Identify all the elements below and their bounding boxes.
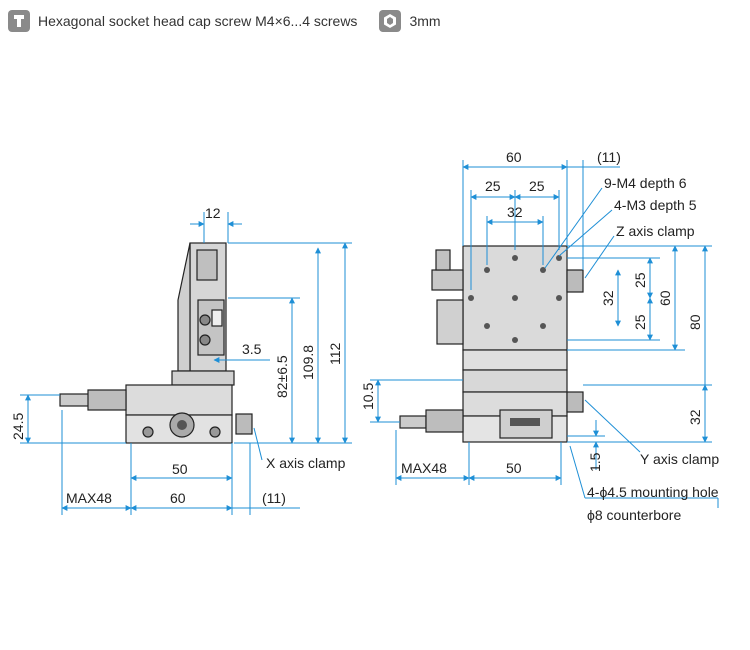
r-v25a: 25	[632, 272, 648, 288]
counterbore-label: ϕ8 counterbore	[587, 507, 681, 523]
r-dim-60: 60	[506, 149, 522, 165]
r-v25b: 25	[632, 314, 648, 330]
r-dim-25a: 25	[485, 178, 501, 194]
m4-holes-label: 9-M4 depth 6	[604, 175, 687, 191]
x-stage	[125, 384, 233, 416]
dim-50: 50	[172, 461, 188, 477]
r-v80: 80	[687, 314, 703, 330]
dim-11: (11)	[262, 490, 286, 506]
r-v32: 32	[600, 290, 616, 306]
r-dim-11: (11)	[597, 149, 621, 165]
right-front-view: 60 (11) 25 25 32 9-M4 depth 6 4-M3 depth…	[360, 149, 719, 523]
r-dim-25b: 25	[529, 178, 545, 194]
left-side-view: 12 112 109.8 82±6.5 3.5 24.5 50 MAX48 60…	[10, 205, 352, 515]
wrench-size-text: 3mm	[409, 13, 441, 29]
r-v10-5: 10.5	[360, 383, 376, 410]
dim-12: 12	[205, 205, 221, 221]
dim-112: 112	[327, 342, 343, 365]
dim-max48: MAX48	[66, 490, 112, 506]
hex-socket-screw-icon	[8, 10, 30, 32]
r-dim-50: 50	[506, 460, 522, 476]
dim-24-5: 24.5	[10, 413, 26, 440]
dim-60: 60	[170, 490, 186, 506]
x-axis-clamp-label: X axis clamp	[266, 455, 346, 471]
z-axis-clamp-label: Z axis clamp	[616, 223, 695, 239]
r-dim-32: 32	[507, 204, 523, 220]
m3-holes-label: 4-M3 depth 5	[614, 197, 697, 213]
mounting-hole-label: 4-ϕ4.5 mounting hole	[587, 484, 719, 500]
dim-82: 82±6.5	[274, 355, 290, 398]
r-v60: 60	[657, 290, 673, 306]
y-axis-clamp-label: Y axis clamp	[640, 451, 719, 467]
dim-3-5: 3.5	[242, 341, 262, 357]
dim-109: 109.8	[300, 345, 316, 380]
r-v1-5: 1.5	[587, 452, 603, 472]
header-bar: Hexagonal socket head cap screw M4×6...4…	[8, 8, 455, 34]
r-max48: MAX48	[401, 460, 447, 476]
hex-wrench-icon	[379, 10, 402, 32]
r-v32b: 32	[687, 409, 703, 425]
screw-spec-text: Hexagonal socket head cap screw M4×6...4…	[38, 13, 358, 29]
